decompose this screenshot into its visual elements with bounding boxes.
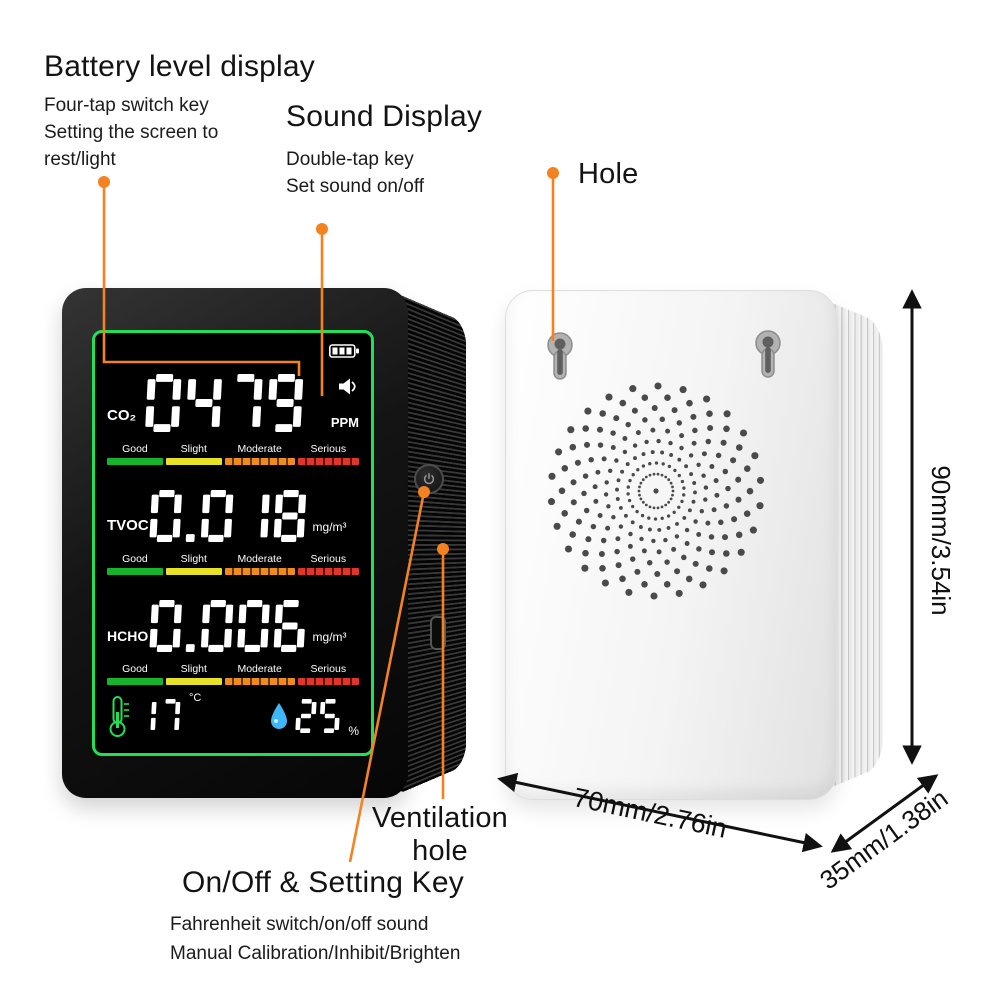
back-device-body: [505, 290, 837, 800]
co2-status-column: PPM: [311, 342, 359, 432]
scale-moderate: Moderate: [224, 435, 295, 465]
hcho-value-display: [149, 600, 313, 653]
scale-label-serious: Serious: [310, 553, 347, 565]
battery-sub-line2: Setting the screen to: [44, 122, 219, 143]
scale-bar-good: [107, 458, 163, 465]
sound-annotation-sub: Double-tap key Set sound on/off: [286, 146, 424, 200]
sound-callout-dot: [316, 223, 328, 235]
temperature-unit: °C: [189, 692, 202, 704]
humidity-unit: %: [348, 724, 359, 738]
battery-icon: [329, 344, 359, 358]
scale-bar-slight: [165, 458, 222, 465]
thermometer-icon: [109, 696, 129, 737]
battery-annotation-sub: Four-tap switch key Setting the screen t…: [44, 92, 218, 173]
battery-sub-line3: rest/light: [44, 149, 116, 170]
scale-bar-serious: [297, 678, 359, 685]
hcho-row: HCHO mg/m³: [107, 578, 359, 653]
scale-label-moderate: Moderate: [237, 553, 282, 565]
scale-bar-moderate: [224, 568, 295, 575]
sound-sub-line1: Double-tap key: [286, 149, 414, 170]
hcho-label: HCHO: [107, 628, 149, 644]
height-dimension-label: 90mm/3.54in: [926, 465, 956, 616]
co2-scale-row: Good Slight Moderate Serious: [107, 435, 359, 465]
scale-slight: Slight: [165, 435, 222, 465]
scale-bar-slight: [165, 568, 222, 575]
usb-port: [430, 616, 446, 650]
scale-label-good: Good: [122, 663, 148, 675]
scale-bar-good: [107, 568, 163, 575]
keyhole-mount-left: [547, 332, 573, 380]
scale-label-good: Good: [122, 443, 148, 455]
sound-sub-line2: Set sound on/off: [286, 176, 425, 197]
power-icon: [423, 473, 435, 485]
battery-callout-dot: [98, 176, 110, 188]
scale-bar-good: [107, 678, 163, 685]
scale-bar-slight: [165, 678, 222, 685]
tvoc-row: TVOC mg/m³: [107, 468, 359, 543]
co2-label: CO₂: [107, 407, 137, 424]
scale-label-serious: Serious: [310, 443, 347, 455]
hole-callout-dot: [547, 167, 559, 179]
scale-label-moderate: Moderate: [237, 663, 282, 675]
sound-annotation-title: Sound Display: [286, 100, 483, 133]
keyhole-mount-right: [755, 330, 781, 378]
speaker-grille: [547, 382, 765, 600]
co2-unit: PPM: [330, 415, 359, 430]
power-button: [414, 464, 444, 494]
environment-row: °C %: [107, 688, 359, 744]
speaker-icon: [339, 378, 356, 395]
scale-good: Good: [107, 435, 163, 465]
scale-bar-serious: [297, 458, 359, 465]
front-device-side-vents: [398, 294, 467, 794]
scale-label-slight: Slight: [180, 663, 207, 675]
power-key-sub-line1: Fahrenheit switch/on/off sound: [170, 914, 429, 935]
scale-label-good: Good: [122, 553, 148, 565]
tvoc-unit: mg/m³: [312, 520, 347, 534]
co2-value-display: [145, 374, 311, 432]
ventilation-line1: Ventilation: [371, 802, 509, 834]
scale-bar-moderate: [224, 678, 295, 685]
power-key-sub-line2: Manual Calibration/Inhibit/Brighten: [170, 943, 461, 964]
scale-label-slight: Slight: [180, 443, 207, 455]
ventilation-annotation: Ventilation hole: [352, 802, 528, 868]
power-key-annotation-title: On/Off & Setting Key: [182, 866, 464, 899]
tvoc-value-display: [149, 490, 313, 543]
humidity-value-display: [295, 699, 345, 733]
co2-row: CO₂ PPM: [107, 342, 359, 432]
tvoc-label: TVOC: [107, 517, 149, 534]
tvoc-scale-row: Good Slight Moderate Serious: [107, 545, 359, 575]
front-device-body: CO₂ PPM: [62, 288, 408, 798]
hole-annotation-label: Hole: [578, 158, 639, 190]
hcho-unit: mg/m³: [312, 630, 347, 644]
scale-bar-moderate: [224, 458, 295, 465]
scale-bar-serious: [297, 568, 359, 575]
device-screen: CO₂ PPM: [92, 330, 374, 756]
hcho-scale-row: Good Slight Moderate Serious: [107, 655, 359, 685]
water-drop-icon: [271, 703, 288, 729]
battery-sub-line1: Four-tap switch key: [44, 95, 209, 116]
temperature-value-display: [137, 699, 185, 733]
scale-serious: Serious: [297, 435, 359, 465]
power-key-annotation-sub: Fahrenheit switch/on/off sound Manual Ca…: [170, 910, 460, 968]
scale-label-moderate: Moderate: [237, 443, 282, 455]
scale-label-serious: Serious: [310, 663, 347, 675]
scale-label-slight: Slight: [180, 553, 207, 565]
battery-annotation-title: Battery level display: [44, 50, 315, 83]
ventilation-line2: hole: [412, 835, 468, 867]
